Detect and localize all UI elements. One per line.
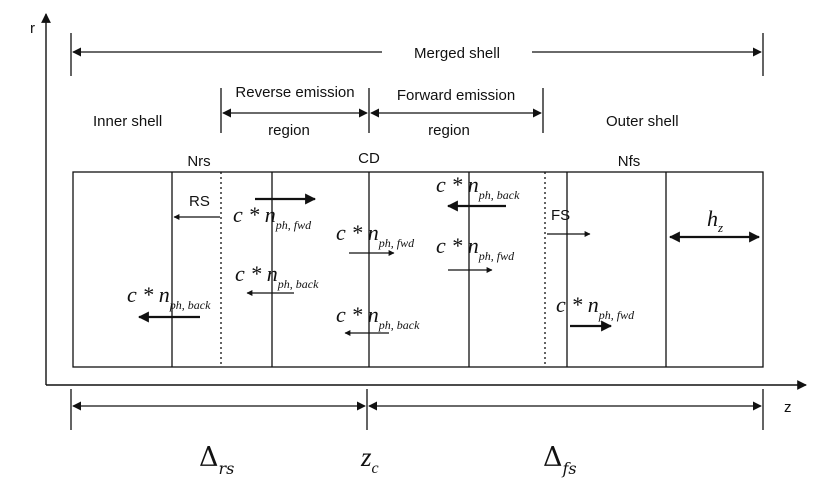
delta-fs-label: Δfs xyxy=(543,442,577,478)
reverse-region-label: region xyxy=(268,122,310,139)
shell-box xyxy=(72,171,764,368)
reverse-emission-label: Reverse emission xyxy=(235,84,354,101)
forward-region-label: region xyxy=(428,122,470,139)
nrs-label: Nrs xyxy=(187,153,210,170)
inner-shell-label: Inner shell xyxy=(93,113,162,130)
merged-shell-label-bg xyxy=(382,43,532,61)
flux-label-fwd-forward-region: c * nph, fwd xyxy=(436,233,515,263)
rs-label: RS xyxy=(189,193,210,210)
flux-label-fwd-reverse-region: c * nph, fwd xyxy=(233,202,312,232)
hz-label: hz xyxy=(707,206,723,235)
flux-label-back-inner-shell: c * nph, back xyxy=(127,282,211,312)
flux-label-back-reverse-region: c * nph, back xyxy=(235,261,319,291)
forward-emission-label: Forward emission xyxy=(397,87,515,104)
flux-label-fwd-outer-shell: c * nph, fwd xyxy=(556,292,635,322)
flux-label-fwd-cd-upper: c * nph, fwd xyxy=(336,220,415,250)
merged-shell-label: Merged shell xyxy=(414,45,500,62)
z-axis-label: z xyxy=(784,399,792,416)
zc-label: zc xyxy=(360,442,379,477)
fs-label: FS xyxy=(551,207,570,224)
r-axis-label: r xyxy=(30,20,35,37)
flux-label-back-forward-region: c * nph, back xyxy=(436,172,520,202)
outer-shell-label: Outer shell xyxy=(606,113,679,130)
nfs-label: Nfs xyxy=(618,153,641,170)
flux-label-back-cd-lower: c * nph, back xyxy=(336,302,420,332)
delta-rs-label: Δrs xyxy=(199,442,234,478)
cd-label: CD xyxy=(358,150,380,167)
